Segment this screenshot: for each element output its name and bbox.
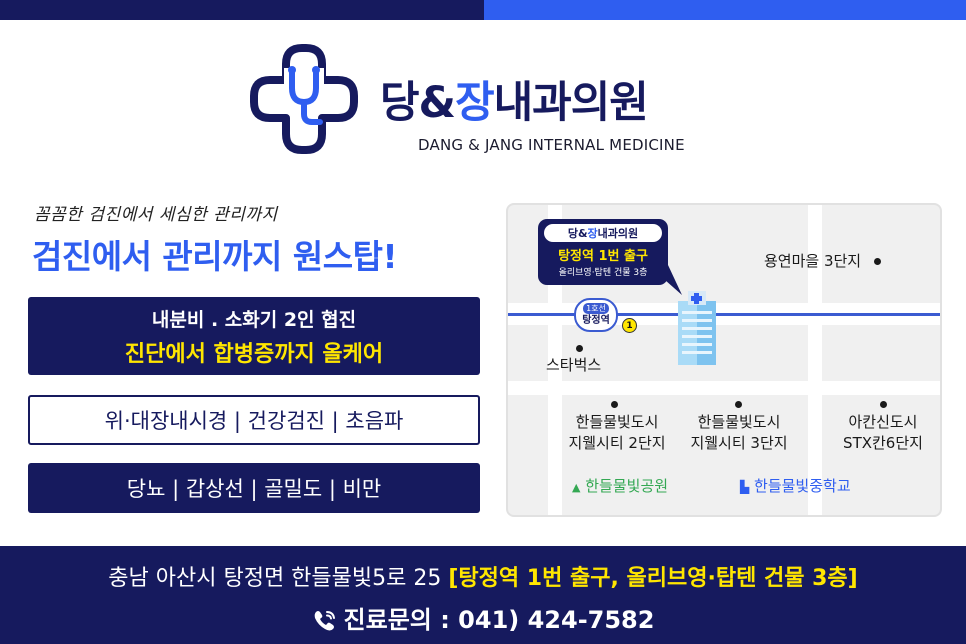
callout-exit: 탕정역 1번 출구 <box>558 249 648 264</box>
school-name: 한들물빛중학교 <box>754 477 851 495</box>
hd2-label: 한들물빛도시 지웰시티 2단지 <box>558 412 676 454</box>
top-color-bar <box>0 0 966 20</box>
clinic-name-part1: 당& <box>380 78 456 128</box>
map-road <box>808 205 822 515</box>
park-label: ▲ 한들물빛공원 <box>572 476 668 498</box>
headline: 검진에서 관리까지 원스탑! <box>32 237 398 276</box>
callout-name-part3: 내과의원 <box>597 227 639 240</box>
subway-line <box>508 313 940 316</box>
yongyeon-dot <box>874 258 881 265</box>
starbucks-dot <box>576 345 583 352</box>
clinic-logo-icon <box>250 44 358 154</box>
allcare-text: 진단에서 합병증까지 올케어 <box>124 341 384 367</box>
clinic-name-part3: 내과의원 <box>493 78 649 128</box>
park-name: 한들물빛공원 <box>585 477 669 495</box>
akan-label: 아칸신도시 STX칸6단지 <box>826 412 940 454</box>
school-label: ▙ 한들물빛중학교 <box>740 476 851 498</box>
akan-dot <box>880 401 887 408</box>
hd3-line1: 한들물빛도시 <box>697 413 781 431</box>
station-line: 1호선 <box>583 303 609 314</box>
starbucks-label: 스타벅스 <box>546 356 602 374</box>
map-road <box>508 381 940 395</box>
hospital-building-icon <box>678 291 716 365</box>
hd2-line2: 지웰시티 2단지 <box>568 434 666 452</box>
cooperation-box: 내분비 . 소화기 2인 협진 진단에서 합병증까지 올케어 <box>28 297 480 375</box>
treatments-box: 당뇨 | 갑상선 | 골밀도 | 비만 <box>28 463 480 513</box>
phone-text: 진료문의 : 041) 424-7582 <box>343 606 655 634</box>
footer-bar: 충남 아산시 탕정면 한들물빛5로 25 [탕정역 1번 출구, 올리브영·탑텐… <box>0 546 966 644</box>
callout-building: 올리브영·탑텐 건물 3층 <box>558 268 648 278</box>
yongyeon-label: 용연마을 3단지 <box>764 252 862 270</box>
clinic-english-name: DANG & JANG INTERNAL MEDICINE <box>418 136 685 154</box>
services-box: 위·대장내시경 | 건강검진 | 초음파 <box>28 395 480 445</box>
phone-icon <box>314 611 335 631</box>
top-bar-navy <box>0 0 484 20</box>
tree-icon: ▲ <box>572 481 581 494</box>
exit-marker: 1 <box>622 318 637 333</box>
tagline: 꼼꼼한 검진에서 세심한 관리까지 <box>34 205 278 225</box>
station-marker: 1호선 탕정역 <box>574 298 618 332</box>
akan-line2: STX칸6단지 <box>843 434 923 452</box>
top-bar-blue <box>484 0 966 20</box>
clinic-name: 당&장내과의원 <box>380 68 649 130</box>
hd3-label: 한들물빛도시 지웰시티 3단지 <box>680 412 798 454</box>
address-text: 충남 아산시 탕정면 한들물빛5로 25 <box>108 566 442 591</box>
akan-line1: 아칸신도시 <box>848 413 918 431</box>
footer-phone: 진료문의 : 041) 424-7582 <box>0 600 966 635</box>
hd3-dot <box>735 401 742 408</box>
address-highlight: [탕정역 1번 출구, 올리브영·탑텐 건물 3층] <box>448 566 858 591</box>
station-name: 탕정역 <box>582 315 610 326</box>
callout-name-part2: 장 <box>587 227 598 240</box>
cooperation-text: 내분비 . 소화기 2인 협진 <box>151 308 357 331</box>
hd2-line1: 한들물빛도시 <box>575 413 659 431</box>
callout-name-part1: 당& <box>567 227 588 240</box>
footer-address: 충남 아산시 탕정면 한들물빛5로 25 [탕정역 1번 출구, 올리브영·탑텐… <box>0 560 966 592</box>
clinic-name-part2: 장 <box>455 78 495 128</box>
callout-pointer <box>648 265 682 295</box>
school-icon: ▙ <box>740 480 750 494</box>
hd2-dot <box>611 401 618 408</box>
hd3-line2: 지웰시티 3단지 <box>690 434 788 452</box>
